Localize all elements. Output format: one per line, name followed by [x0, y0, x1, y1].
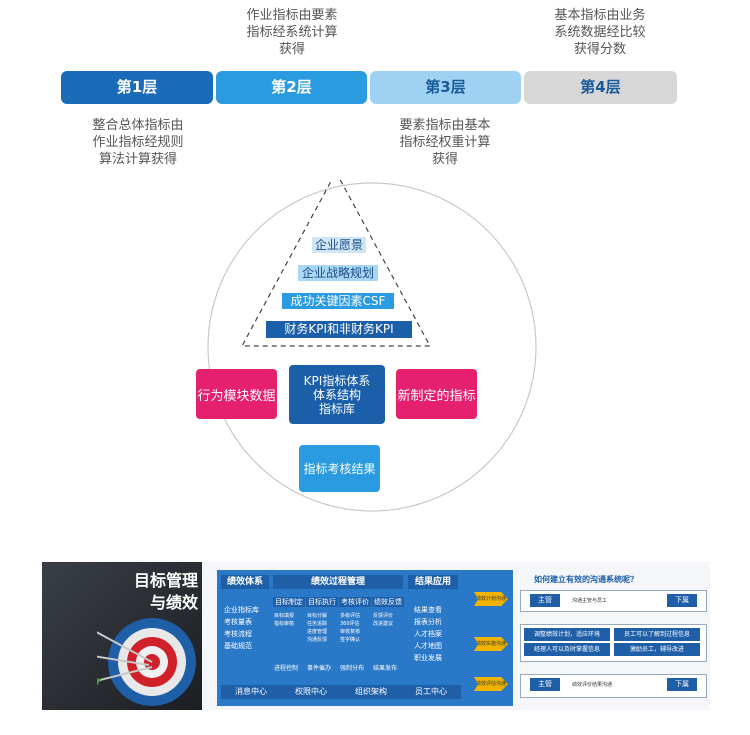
row2-item2: 员工可以了解到过程信息	[614, 628, 700, 641]
row1-subordinate: 下属	[667, 594, 697, 607]
result-head: 结果应用	[408, 575, 458, 589]
layer1-bottom-note: 整合总体指标由 作业指标经规则 算法计算获得	[92, 118, 184, 167]
row1-mid: 沟通主管与员工	[572, 598, 608, 604]
system-head: 绩效体系	[221, 575, 269, 589]
row2-item4: 激励员工，辅导改进	[614, 643, 700, 656]
target-illustration: 目标管理 与绩效	[42, 562, 202, 710]
layer4-top-note: 基本指标由业务 系统数据经比较 获得分数	[554, 8, 646, 57]
row2-item1: 调整绩效计划，适应环境	[524, 628, 610, 641]
banner-footer: 消息中心 权限中心 组织架构 员工中心	[221, 685, 461, 699]
banner-title: 目标管理 与绩效	[133, 571, 198, 612]
target-icon	[97, 618, 196, 706]
process-bottom-1: 进程控制	[274, 665, 299, 672]
process-bottom-4: 结果发布	[373, 665, 398, 672]
chevron-implement: 绩效实施沟通	[474, 637, 508, 651]
process-cell-2: 目标分解 任务追踪 进度管理 沟通反馈	[307, 613, 328, 643]
behavior-data-box: 行为模块数据	[196, 369, 277, 419]
assessment-result-box: 指标考核结果	[299, 445, 380, 492]
new-indicator-box: 新制定的指标	[396, 369, 477, 419]
comm-title: 如何建立有效的沟通系统呢？	[534, 575, 638, 584]
outer-circle	[207, 182, 537, 512]
result-items: 结果查看 报表分析 人才档案 人才地图 职业发展	[414, 606, 442, 662]
process-head: 绩效过程管理	[273, 575, 403, 589]
row3-mid: 绩效评价结果沟通	[572, 682, 613, 688]
circle-diagram	[207, 180, 537, 512]
process-bottom-2: 事件催办	[307, 665, 332, 672]
pyramid-level-csf: 成功关键因素CSF	[282, 293, 394, 309]
pyramid-outline	[240, 180, 432, 347]
process-col-4: 绩效反馈	[372, 597, 404, 607]
kpi-library-box: KPI指标体系 体系结构 指标库	[289, 365, 385, 424]
performance-banner: 目标管理 与绩效 绩效体系 企业指标库 考核量表 考核流程 基础规范 绩效过程管…	[42, 562, 710, 710]
pyramid-level-kpi: 财务KPI和非财务KPI	[266, 321, 412, 338]
pyramid-level-strategy: 企业战略规划	[298, 265, 378, 281]
process-bottom-3: 强制分布	[340, 665, 365, 672]
layer3-bottom-note: 要素指标由基本 指标经权重计算 获得	[399, 118, 491, 167]
process-col-2: 目标执行	[306, 597, 338, 607]
layer-3: 第3层	[370, 71, 521, 104]
layer-1: 第1层	[61, 71, 213, 104]
row1-superior: 主管	[530, 594, 560, 607]
layer-4: 第4层	[524, 71, 677, 104]
row2-item3: 经理人可以及时掌握信息	[524, 643, 610, 656]
chevron-plan: 绩效计划沟通	[474, 592, 508, 606]
process-cell-3: 多级评估 360评估 审核复核 签字确认	[340, 613, 361, 643]
process-cell-4: 反馈评价 改进建议	[373, 613, 394, 627]
row3-subordinate: 下属	[667, 678, 697, 691]
pyramid-level-vision: 企业愿景	[312, 237, 366, 253]
performance-system-panel	[217, 570, 513, 706]
process-cell-1: 目标填报 指标审核	[274, 613, 295, 627]
layer-2: 第2层	[216, 71, 367, 104]
system-items: 企业指标库 考核量表 考核流程 基础规范	[224, 606, 259, 650]
process-col-1: 目标制定	[273, 597, 305, 607]
process-col-3: 考核评价	[339, 597, 371, 607]
row3-superior: 主管	[530, 678, 560, 691]
chevron-evaluate: 绩效评估沟通	[474, 677, 508, 691]
comm-row1	[520, 590, 707, 612]
layer2-top-note: 作业指标由要素 指标经系统计算 获得	[246, 8, 338, 57]
